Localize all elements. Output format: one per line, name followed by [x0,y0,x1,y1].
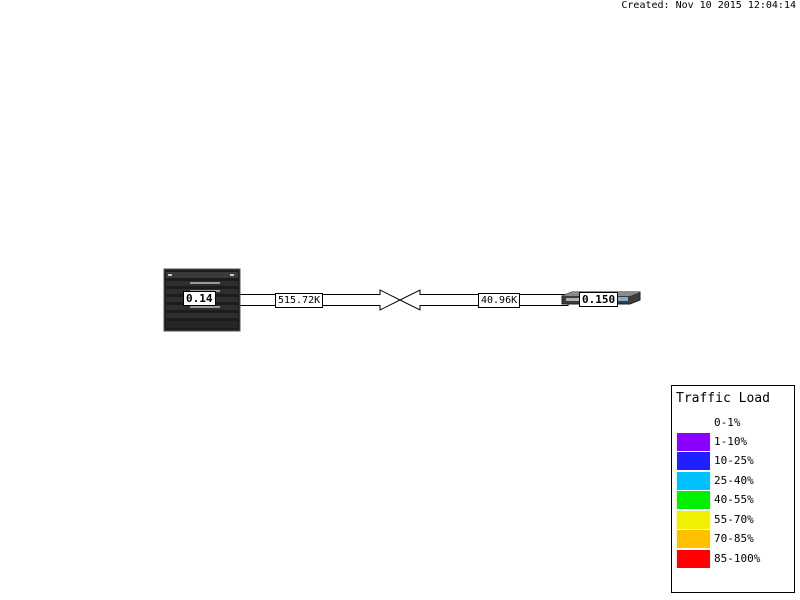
legend-range: 70-85% [714,532,754,545]
legend-item: 1-10% [677,433,789,451]
node-label-right: 0.150 [579,292,619,307]
legend-range: 40-55% [714,493,754,506]
legend-item: 10-25% [677,452,789,470]
traffic-load-legend: Traffic Load 0-1% 1-10% 10-25% 25-40% 40… [671,385,795,593]
legend-title: Traffic Load [676,391,770,406]
legend-swatch [677,452,710,470]
legend-range: 55-70% [714,513,754,526]
legend-range: 10-25% [714,454,754,467]
legend-item: 85-100% [677,550,789,568]
node-label-left: 0.14 [183,291,216,306]
legend-range: 25-40% [714,474,754,487]
legend-item: 55-70% [677,511,789,529]
legend-range: 0-1% [714,416,741,429]
legend-item: 40-55% [677,491,789,509]
legend-item: 25-40% [677,472,789,490]
legend-swatch [677,414,710,432]
legend-swatch [677,433,710,451]
legend-swatch [677,472,710,490]
legend-item: 0-1% [677,414,789,432]
legend-swatch [677,491,710,509]
link-label-out: 515.72K [275,293,324,308]
legend-item: 70-85% [677,530,789,548]
legend-range: 85-100% [714,552,761,565]
legend-swatch [677,511,710,529]
link-label-in: 40.96K [478,293,521,308]
created-timestamp: Created: Nov 10 2015 12:04:14 [621,0,796,11]
legend-swatch [677,550,710,568]
legend-swatch [677,530,710,548]
legend-range: 1-10% [714,435,748,448]
